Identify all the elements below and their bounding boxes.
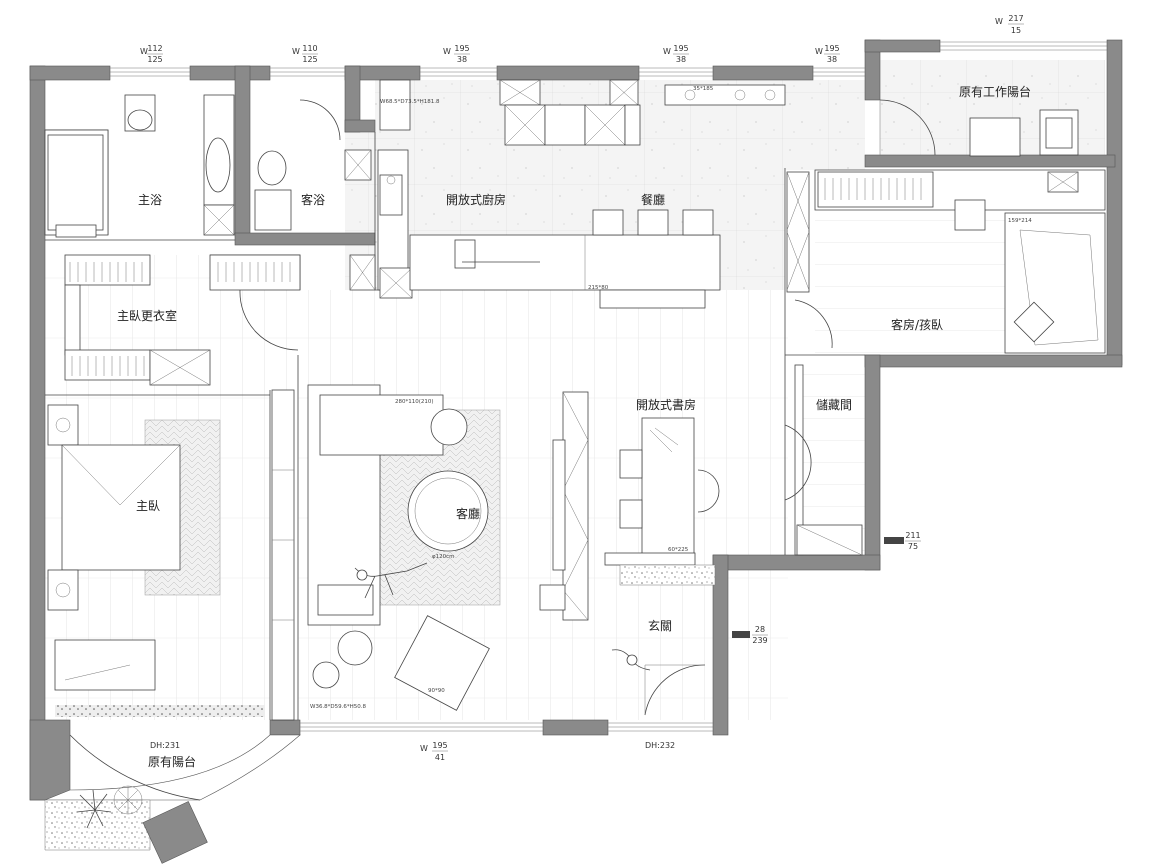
master-bath-fixtures [47, 94, 235, 238]
note-sofa: 280*110(210) [395, 399, 434, 405]
label-entrance: 玄關 [648, 618, 672, 633]
dim-marker-right1 [884, 537, 904, 544]
dim-w195c-den: 38 [827, 55, 837, 64]
storage-room [784, 364, 863, 556]
dim-w195bottom-w: W [420, 744, 428, 753]
dim-w110-w: W [292, 47, 300, 56]
guest-room-furniture [786, 171, 1106, 354]
dim-w195c-num: 195 [824, 44, 839, 53]
master-bedroom-furniture [47, 404, 265, 717]
dim-right1-den: 75 [908, 542, 918, 551]
dim-marker-right2 [732, 631, 750, 638]
dim-w195a-w: W [443, 47, 451, 56]
original-balcony [44, 734, 301, 864]
dim-w217-num: 217 [1008, 14, 1023, 23]
label-balcony: 原有陽台 [148, 754, 196, 769]
living-room-furniture [271, 384, 501, 721]
work-balcony-items [879, 99, 1079, 157]
dim-w112-w: W [140, 47, 148, 56]
label-master-bedroom: 主臥 [136, 499, 160, 513]
label-work-balcony: 原有工作陽台 [959, 84, 1031, 99]
label-master-closet: 主臥更衣室 [117, 308, 177, 323]
note-table: 90*90 [428, 688, 445, 694]
dim-w112-den: 125 [147, 55, 162, 64]
note-coffee-table: W36.8*D59.6*H50.8 [310, 704, 367, 710]
entrance-items [611, 649, 706, 716]
label-master-bath: 主浴 [138, 193, 162, 207]
windows [110, 41, 1107, 732]
dim-w110-den: 125 [302, 55, 317, 64]
dim-w217-w: W [995, 17, 1003, 26]
dim-w195a-num: 195 [454, 44, 469, 53]
note-range-hood: 35*185 [693, 86, 714, 92]
dim-w195a-den: 38 [457, 55, 467, 64]
dim-w195bottom-num: 195 [432, 741, 447, 750]
note-island: 215*80 [588, 285, 609, 291]
master-closet [64, 254, 301, 386]
dim-w217-den: 15 [1011, 26, 1021, 35]
walls [29, 39, 1123, 801]
guest-bath-fixtures [254, 99, 372, 231]
label-open-study: 開放式書房 [636, 397, 696, 412]
dim-w195c-w: W [815, 47, 823, 56]
label-guest-bath: 客浴 [301, 192, 325, 207]
note-fridge: W68.5*D73.5*H181.8 [380, 99, 440, 105]
label-living-room: 客廳 [456, 506, 480, 521]
room-labels: 主浴 客浴 開放式廚房 餐廳 原有工作陽台 主臥更衣室 客房/孩臥 開放式書房 … [117, 84, 1031, 769]
study-furniture [539, 391, 720, 621]
dim-w195b-num: 195 [673, 44, 688, 53]
label-guest-kids-room: 客房/孩臥 [891, 317, 943, 332]
dim-w195bottom-den: 41 [435, 753, 445, 762]
annotations: DH:231 DH:232 280*110(210) φ120cm 90*90 … [150, 86, 1032, 750]
dim-right2-den: 239 [752, 636, 767, 645]
dim-w112-num: 112 [147, 44, 162, 53]
dim-w195b-den: 38 [676, 55, 686, 64]
label-open-kitchen: 開放式廚房 [446, 192, 506, 207]
note-dh232: DH:232 [645, 741, 675, 750]
note-dh231: DH:231 [150, 741, 180, 750]
note-desk: 60*225 [668, 547, 689, 553]
note-bed-guest: 159*214 [1008, 218, 1032, 224]
dim-right2-num: 28 [755, 625, 765, 634]
dim-right1-num: 211 [905, 531, 920, 540]
label-dining: 餐廳 [641, 192, 665, 207]
dim-w195b-w: W [663, 47, 671, 56]
kitchen-island [409, 234, 721, 309]
dining-chairs [592, 209, 714, 236]
note-rug: φ120cm [432, 554, 455, 560]
dim-w110-num: 110 [302, 44, 317, 53]
label-storage: 儲藏間 [816, 398, 852, 412]
kitchen-cabinets [349, 79, 786, 299]
window-dimensions: W 112 125 W 110 125 W 195 38 W 195 38 W … [140, 14, 1024, 762]
